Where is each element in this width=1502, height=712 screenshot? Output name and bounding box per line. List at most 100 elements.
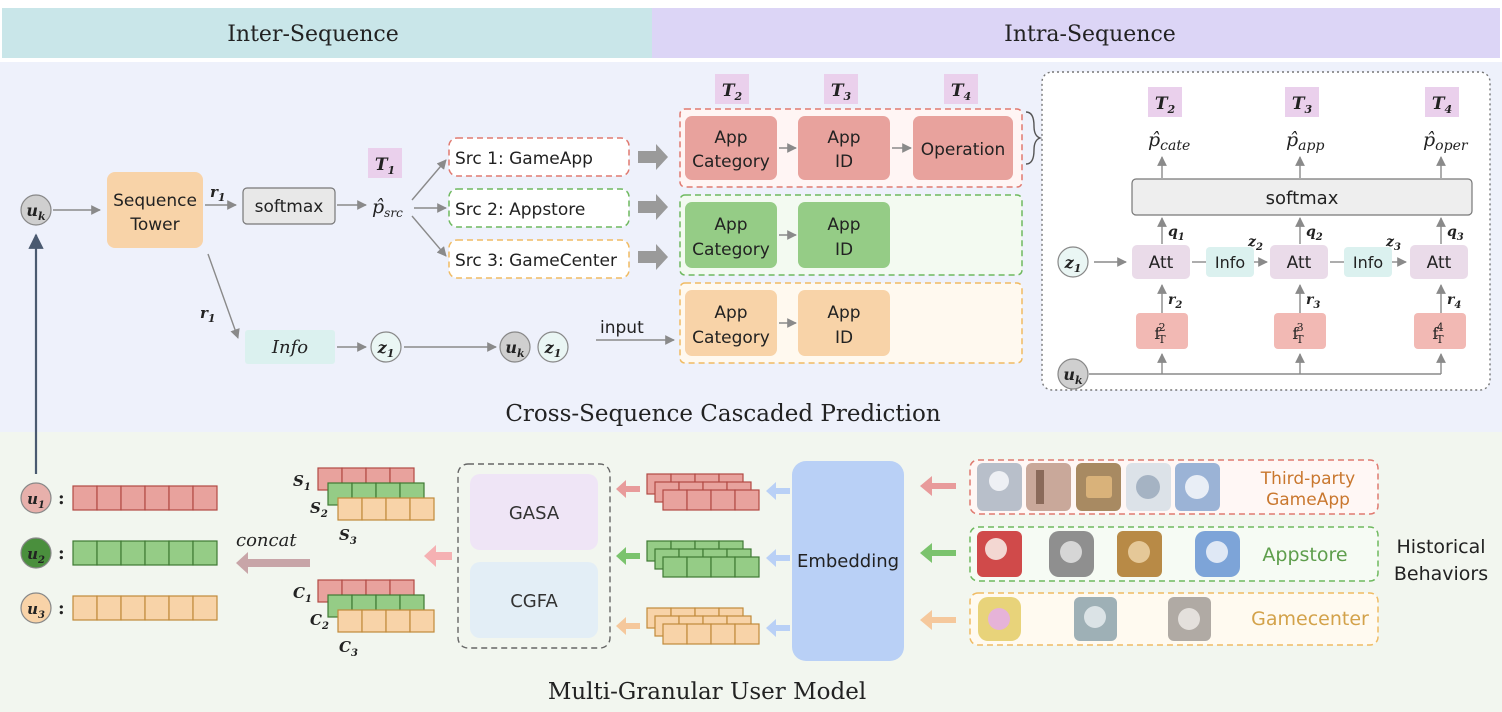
concat-arrow: concat (236, 530, 310, 574)
seq-layer-3 (662, 489, 760, 511)
svg-text:fT3: fT3 (1292, 321, 1304, 346)
svg-text:CGFA: CGFA (510, 591, 558, 612)
svg-text:App: App (827, 128, 860, 148)
s-stack-3: S3 (337, 497, 435, 547)
svg-text:Src 3: GameCenter: Src 3: GameCenter (455, 251, 617, 271)
svg-text:Att: Att (1287, 253, 1312, 273)
svg-text:ID: ID (835, 240, 853, 260)
svg-text:fT4: fT4 (1432, 321, 1444, 346)
intra-detail-panel (1041, 71, 1491, 391)
cascade-row-gameapp: App Category App ID Operation (679, 108, 1023, 188)
inter-header-title: Inter-Sequence (227, 22, 399, 47)
svg-text:Tower: Tower (129, 215, 179, 235)
embedded-seq-2 (646, 540, 760, 578)
brace (1025, 111, 1043, 165)
game-thumbnails (977, 463, 1220, 511)
svg-text:uk: uk (26, 201, 46, 223)
svg-text:fT2: fT2 (1154, 321, 1166, 346)
softmax-box: softmax (242, 187, 336, 225)
svg-text:Category: Category (692, 328, 770, 348)
r1-label-top: r1 (210, 183, 226, 204)
svg-text:softmax: softmax (255, 197, 324, 217)
embedded-seq-3 (646, 607, 760, 645)
svg-text:T2: T2 (1155, 94, 1176, 116)
user-vectors: u1: u2: u3: (20, 482, 218, 624)
svg-text:Gamecenter: Gamecenter (1251, 608, 1369, 630)
svg-text::: : (58, 488, 65, 509)
svg-text:ID: ID (835, 152, 853, 172)
behavior-row-third-party: Third-party GameApp (969, 459, 1379, 515)
cascade-task-badges: T2 T3 T4 (715, 74, 978, 104)
input-label: input (600, 318, 644, 338)
intra-z1-node: z1 (1057, 246, 1089, 278)
svg-text:ID: ID (835, 328, 853, 348)
svg-text:p̂app: p̂app (1286, 129, 1324, 154)
attention-modules: GASA CGFA (457, 463, 611, 649)
uk-input-line: uk (1057, 353, 1446, 390)
svg-text:App: App (714, 215, 747, 235)
sequence-tower: Sequence Tower (107, 172, 203, 248)
svg-text::: : (58, 598, 65, 619)
svg-text:Category: Category (692, 240, 770, 260)
svg-text:T3: T3 (831, 81, 852, 103)
user-vector-2: u2: (20, 537, 218, 569)
att-row: Att Info z2 Att Info z3 Att (1132, 234, 1468, 279)
cascade-row-appstore: App Category App ID (679, 194, 1023, 276)
svg-text:T2: T2 (722, 81, 743, 103)
svg-text:T4: T4 (1432, 94, 1452, 116)
svg-text:Operation: Operation (921, 140, 1006, 160)
svg-text:App: App (714, 128, 747, 148)
svg-text:z1: z1 (1064, 253, 1082, 275)
source-to-embedding-arrows (920, 476, 956, 630)
embedding-block: Embedding (792, 461, 904, 661)
bottom-panel-title: Multi-Granular User Model (548, 679, 866, 705)
svg-text:Src 2: Appstore: Src 2: Appstore (455, 200, 585, 220)
user-vector-1: u1: (20, 482, 218, 514)
user-vector-3: u3: (20, 592, 218, 624)
uk-z1-pair: uk z1 (499, 331, 569, 363)
source-2-box: Src 2: Appstore (448, 188, 630, 228)
svg-text:Att: Att (1427, 253, 1452, 273)
svg-text:z1: z1 (377, 338, 395, 360)
f-boxes: fT2 fT3 fT4 (1136, 313, 1466, 349)
historical-behaviors-label-2: Behaviors (1394, 563, 1488, 585)
inter-header-bar (2, 8, 652, 58)
z1-node: z1 (370, 331, 402, 363)
svg-text:Embedding: Embedding (797, 551, 899, 572)
svg-text:Category: Category (692, 152, 770, 172)
svg-text:T1: T1 (375, 155, 395, 177)
source-3-box: Src 3: GameCenter (448, 239, 630, 279)
p-src-label: p̂src (372, 196, 403, 220)
intra-header-bar (652, 8, 1500, 58)
intra-softmax: softmax (1131, 178, 1473, 216)
svg-text:GameApp: GameApp (1266, 490, 1350, 510)
behavior-row-appstore: Appstore (969, 526, 1379, 582)
svg-text:App: App (827, 303, 860, 323)
user-k-node: uk (20, 194, 52, 226)
info-box: Info (245, 330, 335, 364)
vector-cells (72, 540, 218, 566)
svg-text:T4: T4 (951, 81, 971, 103)
arrow-tower-info (207, 253, 240, 339)
svg-text:Third-party: Third-party (1260, 469, 1355, 489)
arrow-modules-to-stacks (424, 545, 452, 567)
svg-text:p̂oper: p̂oper (1423, 129, 1469, 154)
seq-layer-3 (662, 556, 760, 578)
appstore-thumbnails (977, 531, 1240, 577)
svg-text:z1: z1 (544, 338, 562, 360)
svg-text:Info: Info (271, 337, 308, 358)
svg-text:Src 1: GameApp: Src 1: GameApp (455, 149, 593, 169)
embedding-to-seq-arrows (616, 480, 790, 637)
vector-cells (72, 485, 218, 511)
svg-text:Appstore: Appstore (1262, 544, 1347, 566)
seq-layer-3 (662, 623, 760, 645)
svg-text:uk: uk (1063, 365, 1083, 387)
behavior-row-gamecenter: Gamecenter (969, 592, 1379, 646)
vector-cells (72, 595, 218, 621)
embedded-sequences (646, 473, 760, 645)
svg-text:Info: Info (1215, 253, 1245, 272)
